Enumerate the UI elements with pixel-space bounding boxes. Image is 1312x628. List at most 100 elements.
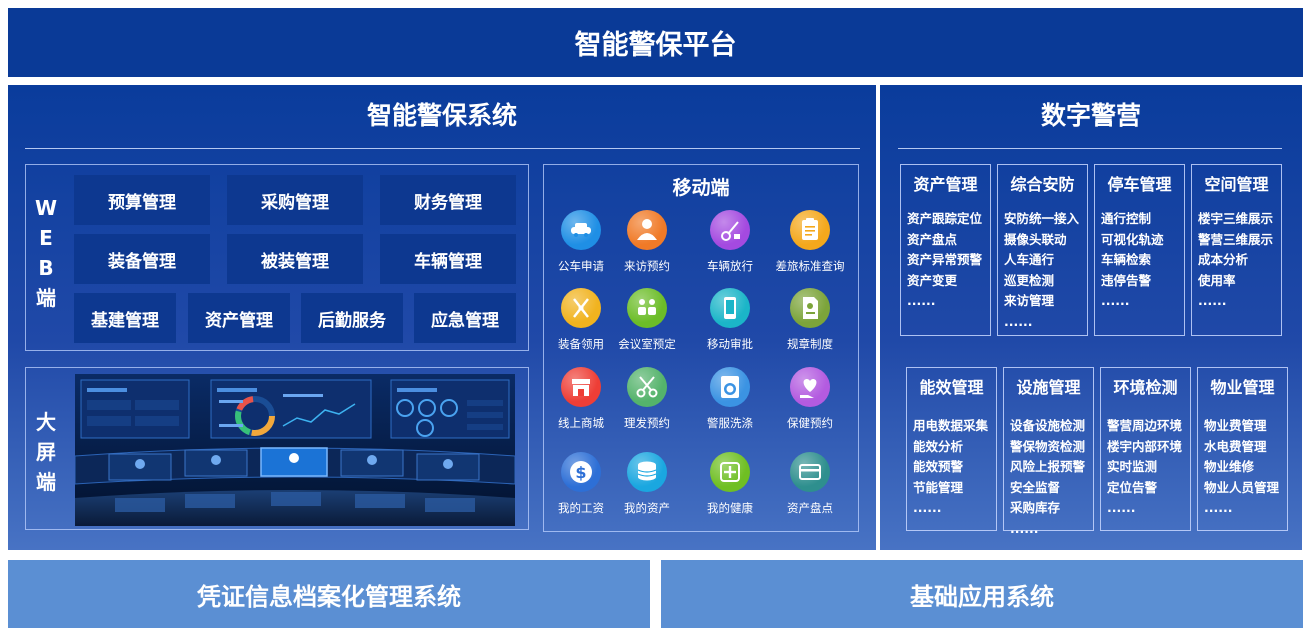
mobile-app-scissors[interactable]: 理发预约 bbox=[607, 367, 687, 445]
feature-card-item: 巡更检测 bbox=[1004, 272, 1055, 288]
feature-card[interactable]: 空间管理楼宇三维展示警营三维展示成本分析使用率...... bbox=[1191, 164, 1282, 336]
mobile-app-meeting[interactable]: 会议室预定 bbox=[607, 288, 687, 366]
web-label-char: B bbox=[38, 256, 54, 280]
mobile-app-label: 资产盘点 bbox=[787, 501, 833, 515]
feature-card-item: 设备设施检测 bbox=[1010, 418, 1086, 433]
system-title: 智能警保系统 bbox=[366, 101, 517, 130]
feature-card[interactable]: 停车管理通行控制可视化轨迹车辆检索违停告警...... bbox=[1094, 164, 1185, 336]
screen-label-char: 屏 bbox=[36, 440, 56, 464]
feature-card-item: 摄像头联动 bbox=[1004, 231, 1067, 247]
basic-application-system-bar: 基础应用系统 bbox=[661, 560, 1303, 628]
mobile-app-label: 我的健康 bbox=[707, 501, 753, 515]
feature-card-item: ...... bbox=[1107, 500, 1136, 515]
mobile-app-label: 差旅标准查询 bbox=[775, 259, 845, 273]
feature-card[interactable]: 设施管理设备设施检测警保物资检测风险上报预警安全监督采购库存...... bbox=[1003, 367, 1094, 536]
feature-card[interactable]: 资产管理资产跟踪定位资产盘点资产异常预警资产变更...... bbox=[900, 164, 991, 336]
mobile-app-document[interactable]: 规章制度 bbox=[770, 288, 850, 366]
feature-card[interactable]: 环境检测警营周边环境楼宇内部环境实时监测定位告警...... bbox=[1100, 367, 1191, 531]
mobile-app-plus[interactable]: 我的健康 bbox=[690, 452, 770, 530]
feature-card-items: 资产跟踪定位资产盘点资产异常预警资产变更...... bbox=[901, 209, 990, 312]
phone-icon bbox=[710, 288, 750, 328]
feature-card-title: 停车管理 bbox=[1107, 175, 1172, 194]
feature-card[interactable]: 综合安防安防统一接入摄像头联动人车通行巡更检测来访管理...... bbox=[997, 164, 1088, 336]
feature-card-item: 节能管理 bbox=[913, 479, 964, 495]
mobile-app-card[interactable]: 资产盘点 bbox=[770, 452, 850, 530]
mobile-app-label: 我的工资 bbox=[558, 501, 604, 515]
feature-card-item: 水电费管理 bbox=[1204, 438, 1267, 454]
feature-card-item: 能效预警 bbox=[913, 459, 964, 474]
mobile-app-label: 装备领用 bbox=[558, 337, 604, 351]
feature-card-item: 楼宇三维展示 bbox=[1198, 211, 1274, 226]
tile-uniform[interactable]: 被装管理 bbox=[227, 234, 363, 284]
feature-card-item: ...... bbox=[1010, 520, 1039, 536]
feature-card[interactable]: 能效管理用电数据采集能效分析能效预警节能管理...... bbox=[906, 367, 997, 531]
gate-icon bbox=[710, 210, 750, 250]
feature-card-item: 物业人员管理 bbox=[1204, 479, 1280, 495]
feature-card-item: 使用率 bbox=[1198, 272, 1236, 288]
feature-card-items: 楼宇三维展示警营三维展示成本分析使用率...... bbox=[1192, 209, 1281, 312]
tile-asset[interactable]: 资产管理 bbox=[188, 293, 290, 343]
feature-card-items: 安防统一接入摄像头联动人车通行巡更检测来访管理...... bbox=[998, 209, 1087, 332]
feature-card-item: 警营周边环境 bbox=[1107, 418, 1183, 433]
mobile-app-shop[interactable]: 线上商城 bbox=[541, 367, 621, 445]
feature-card-title: 资产管理 bbox=[913, 175, 978, 194]
screen-label-char: 端 bbox=[36, 470, 56, 494]
mobile-app-label: 我的资产 bbox=[624, 501, 670, 515]
big-screen-side-label: 大 屏 端 bbox=[33, 407, 59, 497]
feature-card-title: 设施管理 bbox=[1016, 378, 1081, 397]
svg-text:$: $ bbox=[575, 463, 586, 482]
tile-equipment[interactable]: 装备管理 bbox=[74, 234, 210, 284]
mobile-app-phone[interactable]: 移动审批 bbox=[690, 288, 770, 366]
title-divider bbox=[25, 148, 860, 149]
dashboard-illustration bbox=[75, 374, 515, 526]
mobile-app-car[interactable]: 公车申请 bbox=[541, 210, 621, 288]
plus-icon bbox=[710, 452, 750, 492]
mobile-app-label: 来访预约 bbox=[624, 259, 670, 273]
feature-card-item: 能效分析 bbox=[913, 438, 964, 454]
mobile-app-washer[interactable]: 警服洗涤 bbox=[690, 367, 770, 445]
mobile-app-coins[interactable]: 我的资产 bbox=[607, 452, 687, 530]
mobile-app-label: 保健预约 bbox=[787, 416, 833, 430]
mobile-app-label: 车辆放行 bbox=[707, 259, 753, 273]
basic-application-system-label: 基础应用系统 bbox=[910, 582, 1054, 611]
feature-card-item: 资产变更 bbox=[907, 272, 958, 288]
big-screen-dashboard-image bbox=[75, 374, 515, 526]
mobile-app-label: 公车申请 bbox=[558, 259, 604, 273]
tile-logistics[interactable]: 后勤服务 bbox=[301, 293, 403, 343]
coins-icon bbox=[627, 452, 667, 492]
tile-infrastructure[interactable]: 基建管理 bbox=[74, 293, 176, 343]
card-icon bbox=[790, 452, 830, 492]
mobile-app-heart-hand[interactable]: 保健预约 bbox=[770, 367, 850, 445]
mobile-app-visitor[interactable]: 来访预约 bbox=[607, 210, 687, 288]
web-label-char: 端 bbox=[36, 286, 56, 310]
mobile-app-label: 警服洗涤 bbox=[707, 416, 753, 430]
feature-card-item: 实时监测 bbox=[1107, 459, 1158, 474]
feature-card-item: 安防统一接入 bbox=[1004, 211, 1080, 226]
tile-vehicle[interactable]: 车辆管理 bbox=[380, 234, 516, 284]
digital-camp-panel: 数字警营 bbox=[880, 85, 1302, 550]
feature-card[interactable]: 物业管理物业费管理水电费管理物业维修物业人员管理...... bbox=[1197, 367, 1288, 531]
tile-procurement[interactable]: 采购管理 bbox=[227, 175, 363, 225]
shop-icon bbox=[561, 367, 601, 407]
feature-card-item: 用电数据采集 bbox=[913, 418, 989, 433]
tile-budget[interactable]: 预算管理 bbox=[74, 175, 210, 225]
feature-card-item: 资产异常预警 bbox=[907, 252, 983, 267]
equipment-icon bbox=[561, 288, 601, 328]
feature-card-item: 资产跟踪定位 bbox=[907, 211, 983, 226]
feature-card-item: ...... bbox=[1198, 293, 1227, 308]
tile-emergency[interactable]: 应急管理 bbox=[414, 293, 516, 343]
feature-card-item: ...... bbox=[1101, 293, 1130, 308]
mobile-app-dollar[interactable]: $ 我的工资 bbox=[541, 452, 621, 530]
feature-card-item: 风险上报预警 bbox=[1010, 459, 1086, 474]
feature-card-item: 警营三维展示 bbox=[1198, 231, 1274, 247]
mobile-app-clipboard[interactable]: 差旅标准查询 bbox=[770, 210, 850, 288]
mobile-app-equipment[interactable]: 装备领用 bbox=[541, 288, 621, 366]
mobile-app-gate[interactable]: 车辆放行 bbox=[690, 210, 770, 288]
feature-card-item: 通行控制 bbox=[1101, 211, 1152, 226]
feature-card-item: ...... bbox=[1204, 500, 1233, 515]
web-side-label: W E B 端 bbox=[33, 193, 59, 313]
tile-finance[interactable]: 财务管理 bbox=[380, 175, 516, 225]
feature-card-items: 通行控制可视化轨迹车辆检索违停告警...... bbox=[1095, 209, 1184, 312]
feature-card-item: 安全监督 bbox=[1010, 479, 1061, 495]
dollar-icon: $ bbox=[561, 452, 601, 492]
